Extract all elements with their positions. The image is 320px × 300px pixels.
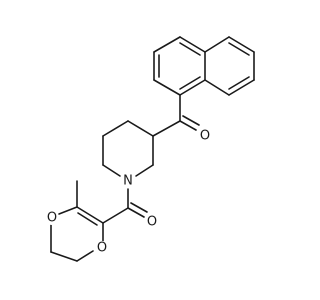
piperidine-ring [102,120,154,177]
bond [228,36,255,53]
bond [102,120,129,137]
atom-o-amide: O [145,215,159,230]
bond [228,79,255,96]
bond [127,120,154,137]
atom-label: N [123,174,133,189]
atom-label: O [97,241,107,256]
bond-carbonyl [179,120,197,131]
bond-double-inner [77,212,98,226]
bond-carbonyl [127,207,145,218]
atom-label: O [200,129,210,144]
bond [135,164,154,177]
bond-double-inner [179,42,201,56]
bond-double-inner [228,76,250,90]
bond [102,164,121,177]
bond [179,79,206,96]
atom-label: O [47,211,57,226]
amide-group [102,188,148,224]
bond [76,250,94,262]
bond-double-inner [228,42,250,56]
bond [152,120,181,137]
bond-carbonyl [130,202,148,213]
bond [204,36,230,53]
bond-double-inner [179,76,201,90]
dioxene-ring [50,180,104,262]
bond [204,79,230,96]
bond [153,79,181,96]
naphthalene-left-ring [153,36,206,96]
atom-o-ring-bottom: O [95,241,109,256]
bond [50,251,78,262]
bond-carbonyl [182,115,200,126]
bond [58,206,78,215]
atom-o-ring-top: O [45,211,59,226]
bond [179,36,206,53]
ketone-group [152,94,200,137]
bond [102,207,129,224]
atom-n-piperidine: N [121,174,135,189]
atom-o-ketone: O [198,129,212,144]
bond [76,206,104,224]
naphthalene-right-ring [204,36,255,96]
molecule-structure-diagram: O N O O O [45,36,255,262]
atom-label: O [147,215,157,230]
bond [153,36,181,53]
